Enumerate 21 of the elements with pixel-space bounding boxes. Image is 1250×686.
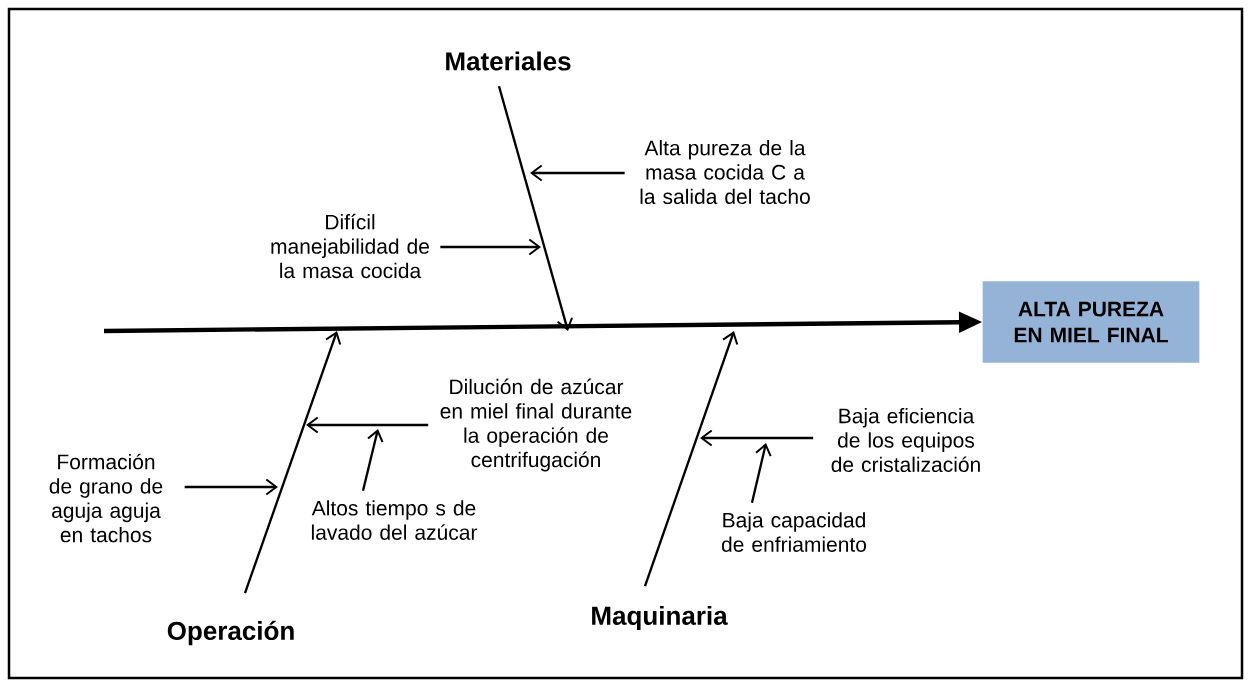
arrow xyxy=(184,478,278,496)
bone-arrow xyxy=(497,85,574,331)
arrow xyxy=(530,164,625,182)
bone-arrow xyxy=(643,331,739,587)
cause-text: Difícil manejabilidad de la masa cocida xyxy=(271,213,429,279)
arrow xyxy=(361,429,384,492)
category-label: Operación xyxy=(167,620,294,646)
cause-text: Formación de grano de aguja aguja en tachos xyxy=(49,453,163,543)
category-label: Maquinaria xyxy=(592,605,728,631)
effect-box: ALTA PUREZA EN MIEL FINAL xyxy=(982,281,1200,363)
cause-text: Baja eficiencia de los equipos de cristalización xyxy=(831,407,980,473)
bone-arrow xyxy=(243,331,342,594)
cause-text: Dilución de azúcar en miel final durante la operación de centrifugación xyxy=(440,378,632,472)
arrow xyxy=(440,238,541,256)
arrow xyxy=(700,429,814,447)
cause-text: Baja capacidad de enfriamiento xyxy=(721,512,867,552)
category-label: Materiales xyxy=(446,51,571,71)
arrow xyxy=(306,416,429,434)
cause-text: Altos tiempo s de lavado del azúcar xyxy=(311,500,478,540)
cause-text: Alta pureza de la masa cocida C a la salida del tacho xyxy=(640,139,810,205)
arrow xyxy=(750,443,772,504)
